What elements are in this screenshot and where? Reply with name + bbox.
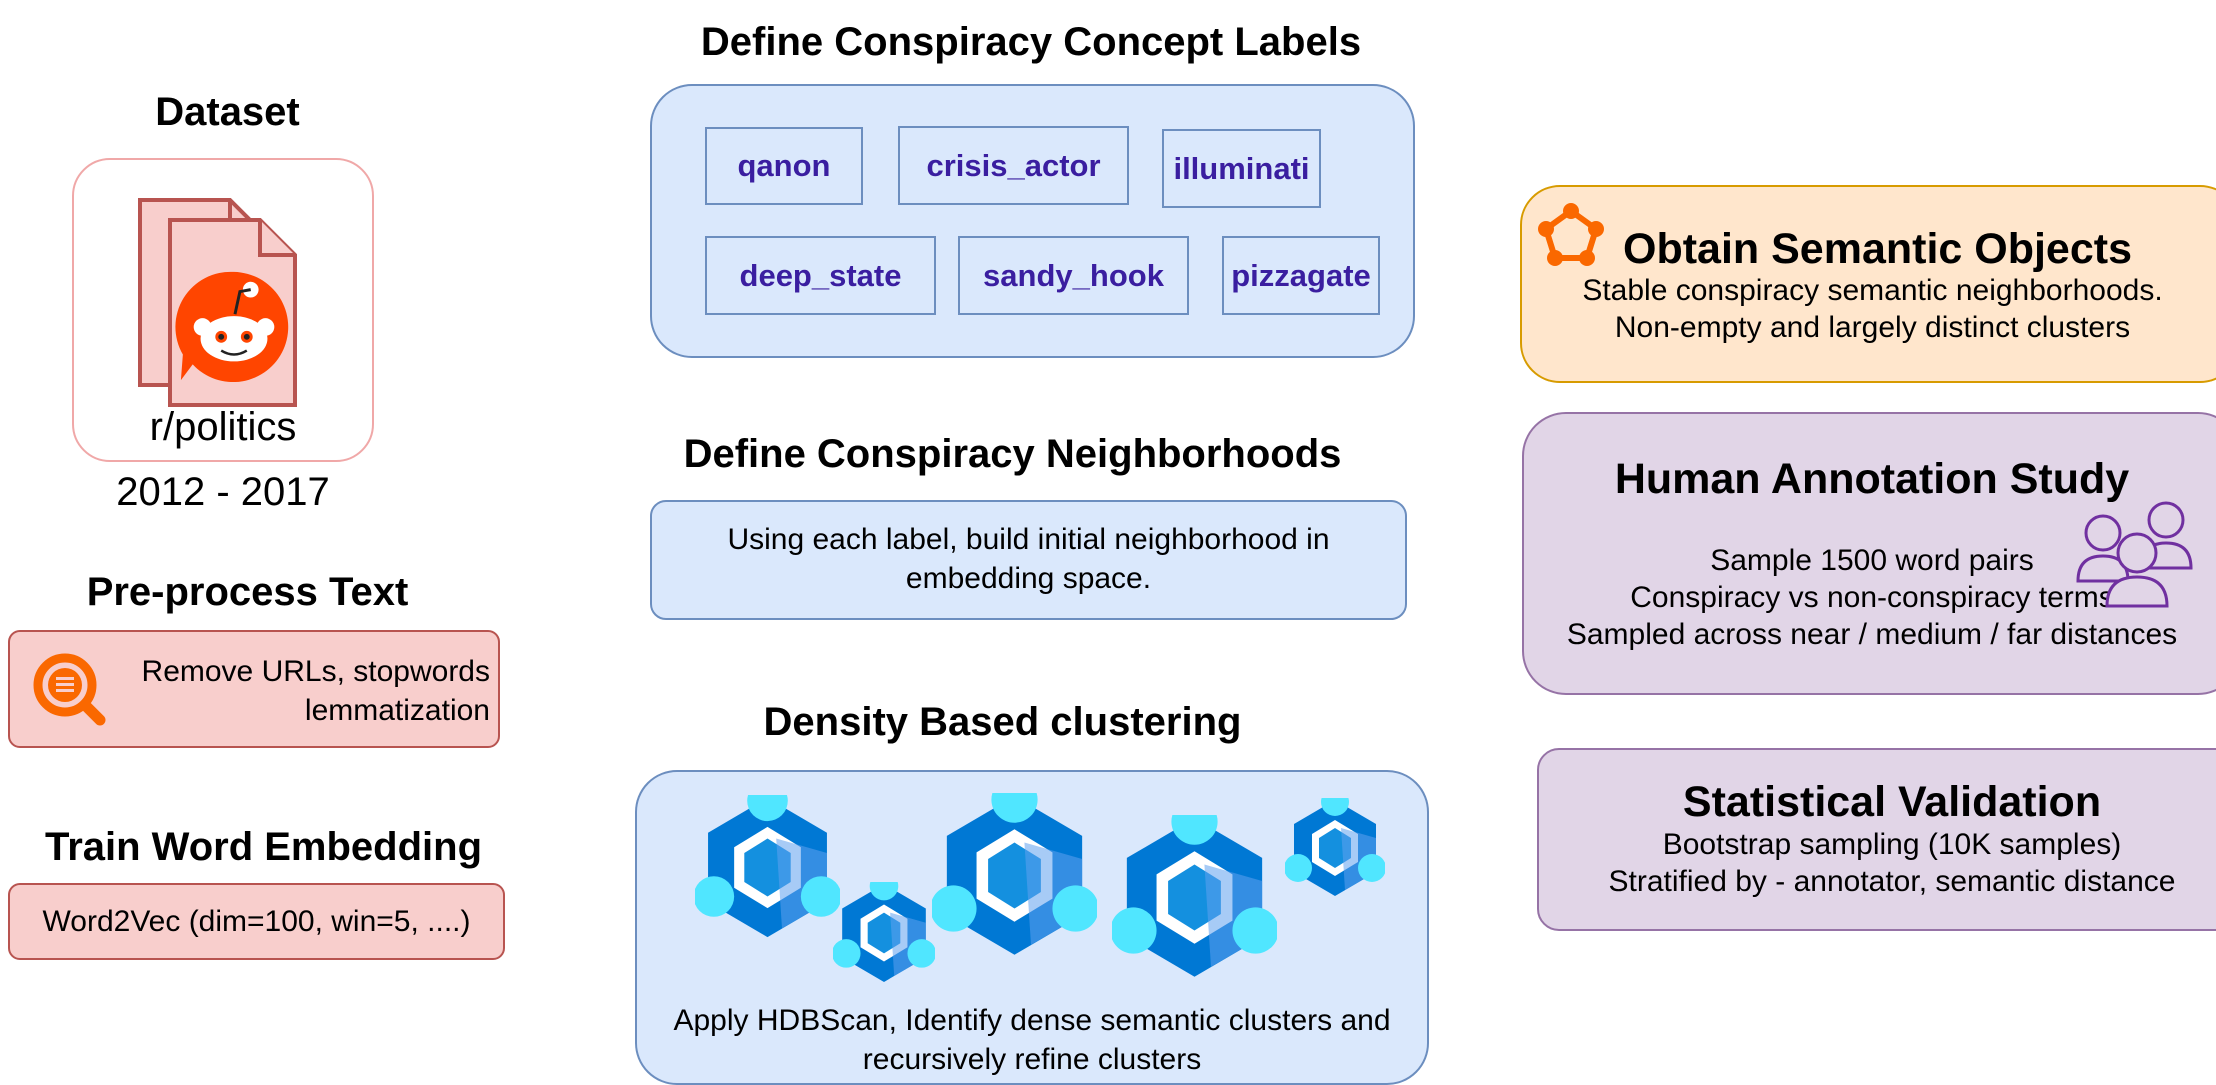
subreddit-label: r/politics [149,405,297,449]
dataset-title: Dataset [155,90,300,134]
neighborhoods-title: Define Conspiracy Neighborhoods [683,432,1342,476]
annotation-line-2: Conspiracy vs non-conspiracy terms [1630,581,2114,614]
preprocess-line-2: lemmatization [304,694,490,727]
preprocess-text: Remove URLs, stopwords lemmatization [110,652,490,730]
neighborhoods-text: Using each label, build initial neighbor… [650,520,1407,598]
annotation-title: Human Annotation Study [1614,455,2130,503]
hexagon-cluster-icon [1285,798,1385,896]
pentagon-network-icon [1538,203,1604,266]
concept-label: pizzagate [1222,236,1380,315]
embedding-box: Word2Vec (dim=100, win=5, ....) [8,883,505,960]
hexagon-cluster-icon [932,793,1097,955]
annotation-text: Sample 1500 word pairs Conspiracy vs non… [1522,542,2216,653]
semantic-objects-line-2: Non-empty and largely distinct clusters [1614,311,2131,344]
dataset-years: 2012 - 2017 [116,470,330,514]
reddit-logo-icon [175,271,289,383]
neighborhoods-line-1: Using each label, build initial neighbor… [727,523,1330,556]
neighborhoods-line-2: embedding space. [905,562,1152,595]
preprocess-title: Pre-process Text [86,570,409,614]
concept-label: qanon [705,127,863,205]
hexagon-cluster-icon [1112,815,1277,977]
clustering-line-1: Apply HDBScan, Identify dense semantic c… [673,1004,1391,1037]
hexagon-cluster-icon [695,795,840,938]
concept-label: crisis_actor [898,126,1129,205]
users-group-icon [2076,501,2193,608]
concept-label: sandy_hook [958,236,1189,315]
clustering-text: Apply HDBScan, Identify dense semantic c… [635,1001,1429,1079]
semantic-objects-line-1: Stable conspiracy semantic neighborhoods… [1582,274,2163,307]
validation-box [1537,748,2216,931]
hexagon-cluster-icon [833,882,935,982]
clustering-title: Density Based clustering [763,700,1242,744]
concept-label: illuminati [1162,129,1321,208]
search-list-icon [33,653,106,726]
validation-line-1: Bootstrap sampling (10K samples) [1662,828,2122,861]
clustering-line-2: recursively refine clusters [862,1043,1202,1076]
validation-title: Statistical Validation [1682,778,2102,826]
annotation-box [1522,412,2216,695]
concept-label: deep_state [705,236,936,315]
preprocess-line-1: Remove URLs, stopwords [141,655,490,688]
validation-text: Bootstrap sampling (10K samples) Stratif… [1537,826,2216,900]
annotation-line-1: Sample 1500 word pairs [1710,544,2034,577]
labels-title: Define Conspiracy Concept Labels [700,20,1362,64]
semantic-objects-text: Stable conspiracy semantic neighborhoods… [1520,272,2216,346]
validation-line-2: Stratified by - annotator, semantic dist… [1608,865,2176,898]
annotation-line-3: Sampled across near / medium / far dista… [1566,618,2178,651]
embedding-title: Train Word Embedding [44,825,483,869]
neighborhoods-box [650,500,1407,620]
semantic-objects-box [1520,185,2216,383]
semantic-objects-title: Obtain Semantic Objects [1623,225,2132,273]
